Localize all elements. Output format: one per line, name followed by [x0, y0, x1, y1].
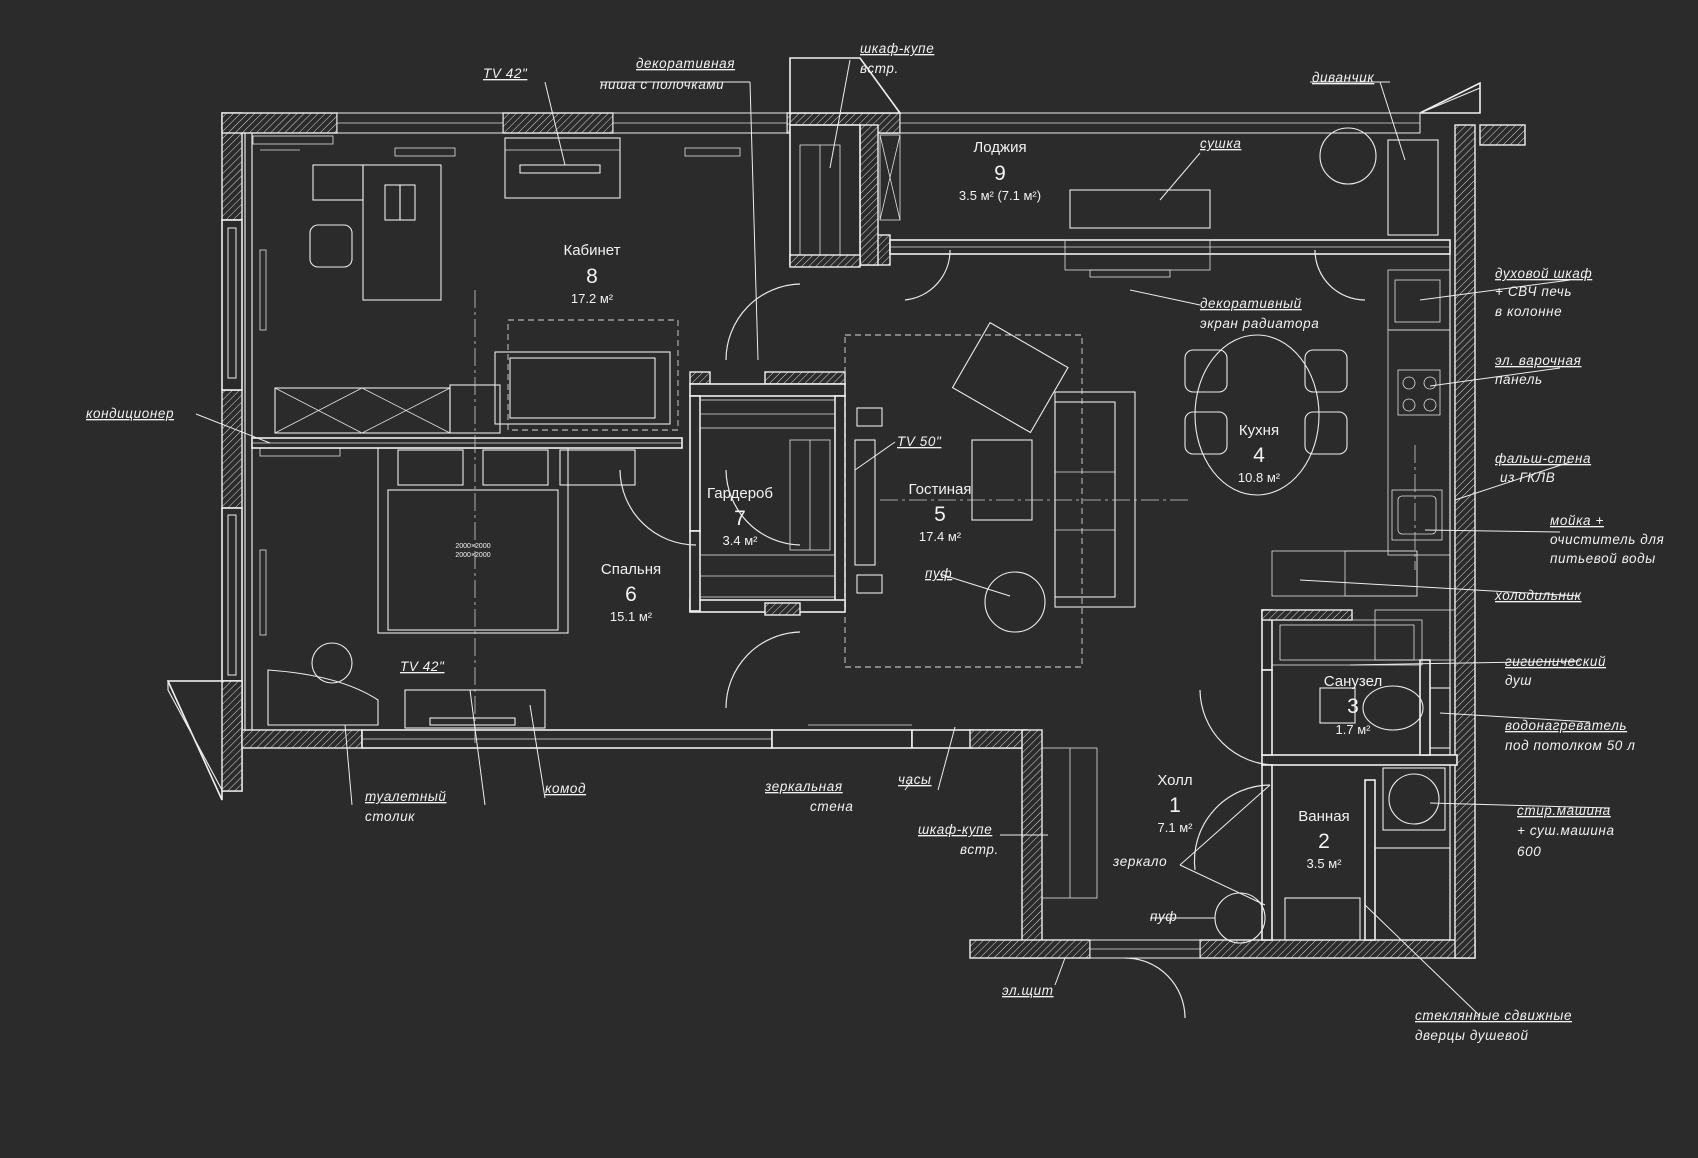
note-sink-2: очиститель для [1550, 532, 1664, 547]
note-boiler-1: водонагреватель [1505, 718, 1627, 733]
note-mirror-wall-2: стена [810, 799, 853, 814]
note-falsewall-2: из ГКЛВ [1500, 470, 1555, 485]
note-washer-3: 600 [1517, 844, 1541, 859]
note-oven-1: духовой шкаф [1495, 266, 1592, 281]
furniture [260, 127, 1451, 1019]
note-clock: часы [898, 772, 932, 787]
svg-text:3.5 м² (7.1 м²): 3.5 м² (7.1 м²) [959, 188, 1041, 203]
note-decor-niche-2: ниша с полочками [600, 77, 724, 92]
note-hygiene-1: гигиенический [1505, 654, 1606, 669]
room-label-kitchen: Кухня 4 10.8 м² [1238, 422, 1281, 485]
note-washer-1: стир.машина [1517, 803, 1611, 818]
svg-text:Кабинет: Кабинет [563, 242, 620, 259]
room-label-wardrobe: Гардероб 7 3.4 м² [707, 485, 773, 548]
svg-text:15.1 м²: 15.1 м² [610, 609, 653, 624]
note-tv42-office: TV 42" [483, 66, 528, 81]
note-dryer: сушка [1200, 136, 1241, 151]
note-vanity-1: туалетный [365, 789, 447, 804]
svg-text:17.4 м²: 17.4 м² [919, 529, 962, 544]
note-oven-2: + СВЧ печь [1495, 284, 1572, 299]
svg-text:Лоджия: Лоджия [973, 139, 1026, 156]
room-label-office: Кабинет 8 17.2 м² [563, 242, 620, 306]
svg-text:Ванная: Ванная [1298, 808, 1349, 825]
svg-text:4: 4 [1253, 444, 1265, 467]
note-oven-3: в колонне [1495, 304, 1562, 319]
note-boiler-2: под потолком 50 л [1505, 738, 1635, 753]
svg-text:Спальня: Спальня [601, 561, 661, 578]
room-label-bedroom: Спальня 6 15.1 м² [601, 561, 661, 624]
svg-text:10.8 м²: 10.8 м² [1238, 470, 1281, 485]
note-hygiene-2: душ [1505, 673, 1532, 688]
svg-text:7.1 м²: 7.1 м² [1158, 820, 1194, 835]
note-sink-3: питьевой воды [1550, 551, 1656, 566]
note-fridge: холодильник [1494, 588, 1582, 603]
note-hob-2: панель [1495, 372, 1543, 387]
svg-text:1.7 м²: 1.7 м² [1336, 722, 1372, 737]
room-label-wc: Санузел 3 1.7 м² [1324, 673, 1382, 737]
svg-text:17.2 м²: 17.2 м² [571, 291, 614, 306]
svg-text:Гардероб: Гардероб [707, 485, 773, 502]
note-glass-2: дверцы душевой [1415, 1028, 1529, 1043]
note-tv42-bedroom: TV 42" [400, 659, 445, 674]
note-aircon: кондиционер [86, 406, 174, 421]
note-vanity-2: столик [365, 809, 415, 824]
note-tv50: TV 50" [897, 434, 942, 449]
note-wardrobe-hall-1: шкаф-купе [918, 822, 992, 837]
note-sink-1: мойка + [1550, 513, 1604, 528]
note-wardrobe-top-2: встр. [860, 61, 899, 76]
note-decor-niche-1: декоративная [636, 56, 735, 71]
svg-text:6: 6 [625, 583, 637, 606]
room-label-living: Гостиная 5 17.4 м² [909, 481, 972, 544]
svg-text:Санузел: Санузел [1324, 673, 1382, 690]
svg-text:Холл: Холл [1157, 772, 1192, 789]
note-pouf-living: пуф [925, 566, 952, 581]
note-falsewall-1: фальш-стена [1495, 451, 1591, 466]
svg-text:3.4 м²: 3.4 м² [723, 533, 759, 548]
svg-text:1: 1 [1169, 794, 1181, 817]
note-mirror: зеркало [1112, 854, 1167, 869]
room-label-loggia: Лоджия 9 3.5 м² (7.1 м²) [959, 139, 1041, 203]
note-wardrobe-hall-2: встр. [960, 842, 999, 857]
room-label-bath: Ванная 2 3.5 м² [1298, 808, 1349, 871]
note-hob-1: эл. варочная [1495, 353, 1581, 368]
walls [166, 57, 1526, 959]
note-radiator-2: экран радиатора [1200, 316, 1319, 331]
note-bed-label-1: 2000×2000 [455, 543, 490, 550]
svg-text:3: 3 [1347, 695, 1359, 718]
svg-text:7: 7 [734, 507, 746, 530]
svg-text:5: 5 [934, 503, 946, 526]
annotations: TV 42" декоративная ниша с полочками шка… [86, 41, 1664, 1043]
note-dresser: комод [545, 781, 586, 796]
note-washer-2: + суш.машина [1517, 823, 1615, 838]
note-bed-label-2: 2000×2000 [455, 552, 490, 559]
svg-text:3.5 м²: 3.5 м² [1307, 856, 1343, 871]
room-label-hall: Холл 1 7.1 м² [1157, 772, 1193, 835]
svg-text:8: 8 [586, 265, 598, 288]
note-mirror-wall-1: зеркальная [764, 779, 843, 794]
note-pouf-hall: пуф [1150, 909, 1177, 924]
note-radiator-1: декоративный [1200, 296, 1302, 311]
leader-lines [195, 59, 1611, 1017]
note-wardrobe-top-1: шкаф-купе [860, 41, 934, 56]
note-sofa-small: диванчик [1312, 70, 1374, 85]
svg-text:Кухня: Кухня [1239, 422, 1279, 439]
note-elpanel: эл.щит [1002, 983, 1054, 998]
svg-text:2: 2 [1318, 830, 1330, 853]
svg-text:Гостиная: Гостиная [909, 481, 972, 498]
svg-text:9: 9 [994, 162, 1006, 185]
note-glass-1: стеклянные сдвижные [1415, 1008, 1572, 1023]
partitions [251, 124, 1458, 941]
